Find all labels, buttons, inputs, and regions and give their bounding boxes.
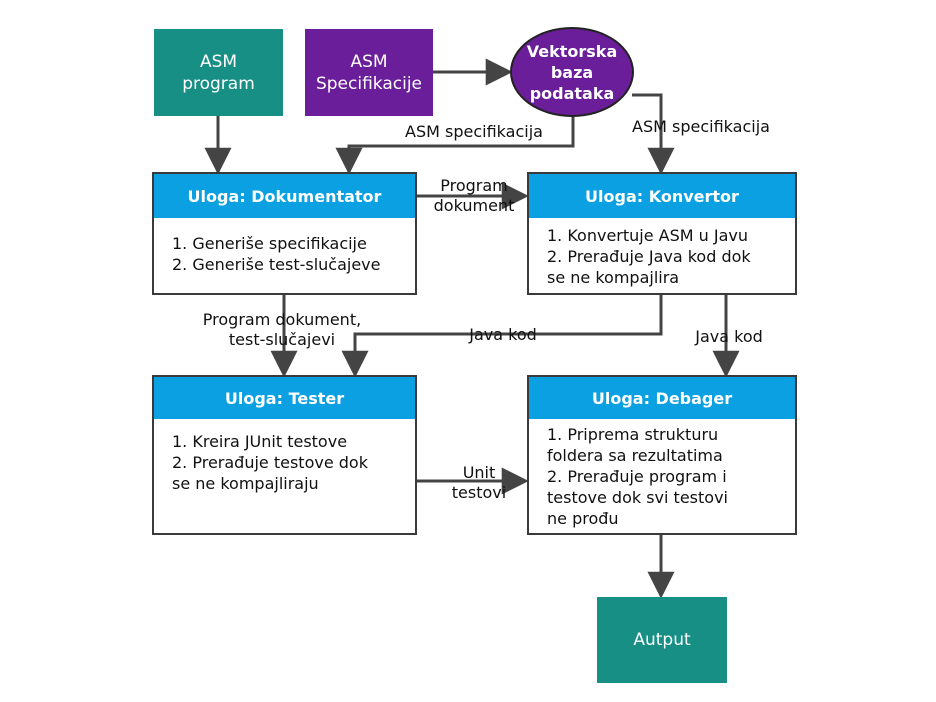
- asm-spec-label: ASM Specifikacije: [315, 51, 423, 94]
- debugger-item: foldera sa rezultatima: [547, 446, 723, 465]
- edge-db-to-documentator: [335, 116, 575, 175]
- debugger-item: 1. Priprema strukturu: [547, 425, 719, 444]
- tester-item: se ne kompajliraju: [172, 474, 319, 493]
- convertor-item: 2. Prerađuje Java kod dok: [547, 247, 751, 266]
- documentator-item: 1. Generiše specifikacije: [172, 234, 367, 253]
- debugger-item: testove dok svi testovi: [547, 488, 728, 507]
- convertor-item: 1. Konvertuje ASM u Javu: [547, 226, 749, 245]
- debugger-item: ne prođu: [547, 509, 619, 528]
- edge-label-tester-to-debugger: Unit testovi: [451, 463, 507, 502]
- edge-label-documentator-to-convertor: Program dokument: [433, 176, 515, 215]
- output-node: Autput: [597, 597, 727, 683]
- tester-items: 1. Kreira JUnit testove 2. Prerađuje tes…: [172, 431, 407, 494]
- documentator-title: Uloga: Dokumentator: [154, 174, 415, 218]
- edge-db-to-convertor: [632, 93, 675, 175]
- tester-node: Uloga: Tester 1. Kreira JUnit testove 2.…: [152, 375, 417, 535]
- debugger-items: 1. Priprema strukturu foldera sa rezulta…: [547, 424, 787, 529]
- tester-item: 2. Prerađuje testove dok: [172, 453, 368, 472]
- tester-item: 1. Kreira JUnit testove: [172, 432, 348, 451]
- asm-program-label: ASM program: [182, 51, 255, 94]
- asm-spec-node: ASM Specifikacije: [305, 29, 433, 116]
- output-label: Autput: [633, 630, 691, 650]
- edge-label-db-to-documentator: ASM specifikacija: [405, 122, 543, 141]
- documentator-node: Uloga: Dokumentator 1. Generiše specifik…: [152, 172, 417, 295]
- convertor-item: se ne kompajlira: [547, 268, 680, 287]
- convertor-items: 1. Konvertuje ASM u Javu 2. Prerađuje Ja…: [547, 225, 787, 288]
- debugger-title: Uloga: Debager: [529, 377, 795, 419]
- convertor-title: Uloga: Konvertor: [529, 174, 795, 218]
- edge-label-db-to-convertor: ASM specifikacija: [632, 117, 770, 136]
- vector-db-label: Vektorska baza podataka: [526, 41, 618, 103]
- edge-label-convertor-to-debugger: Java kod: [695, 327, 763, 346]
- documentator-items: 1. Generiše specifikacije 2. Generiše te…: [172, 233, 407, 275]
- asm-program-node: ASM program: [154, 29, 283, 116]
- edge-label-convertor-to-tester: Java kod: [469, 325, 537, 344]
- tester-title: Uloga: Tester: [154, 377, 415, 419]
- debugger-node: Uloga: Debager 1. Priprema strukturu fol…: [527, 375, 797, 535]
- convertor-node: Uloga: Konvertor 1. Konvertuje ASM u Jav…: [527, 172, 797, 295]
- edge-label-documentator-to-tester: Program dokument, test-slučajevi: [202, 310, 362, 349]
- edge-convertor-to-tester: [341, 295, 663, 378]
- vector-db-node: Vektorska baza podataka: [510, 27, 634, 117]
- debugger-item: 2. Prerađuje program i: [547, 467, 727, 486]
- documentator-item: 2. Generiše test-slučajeve: [172, 255, 381, 274]
